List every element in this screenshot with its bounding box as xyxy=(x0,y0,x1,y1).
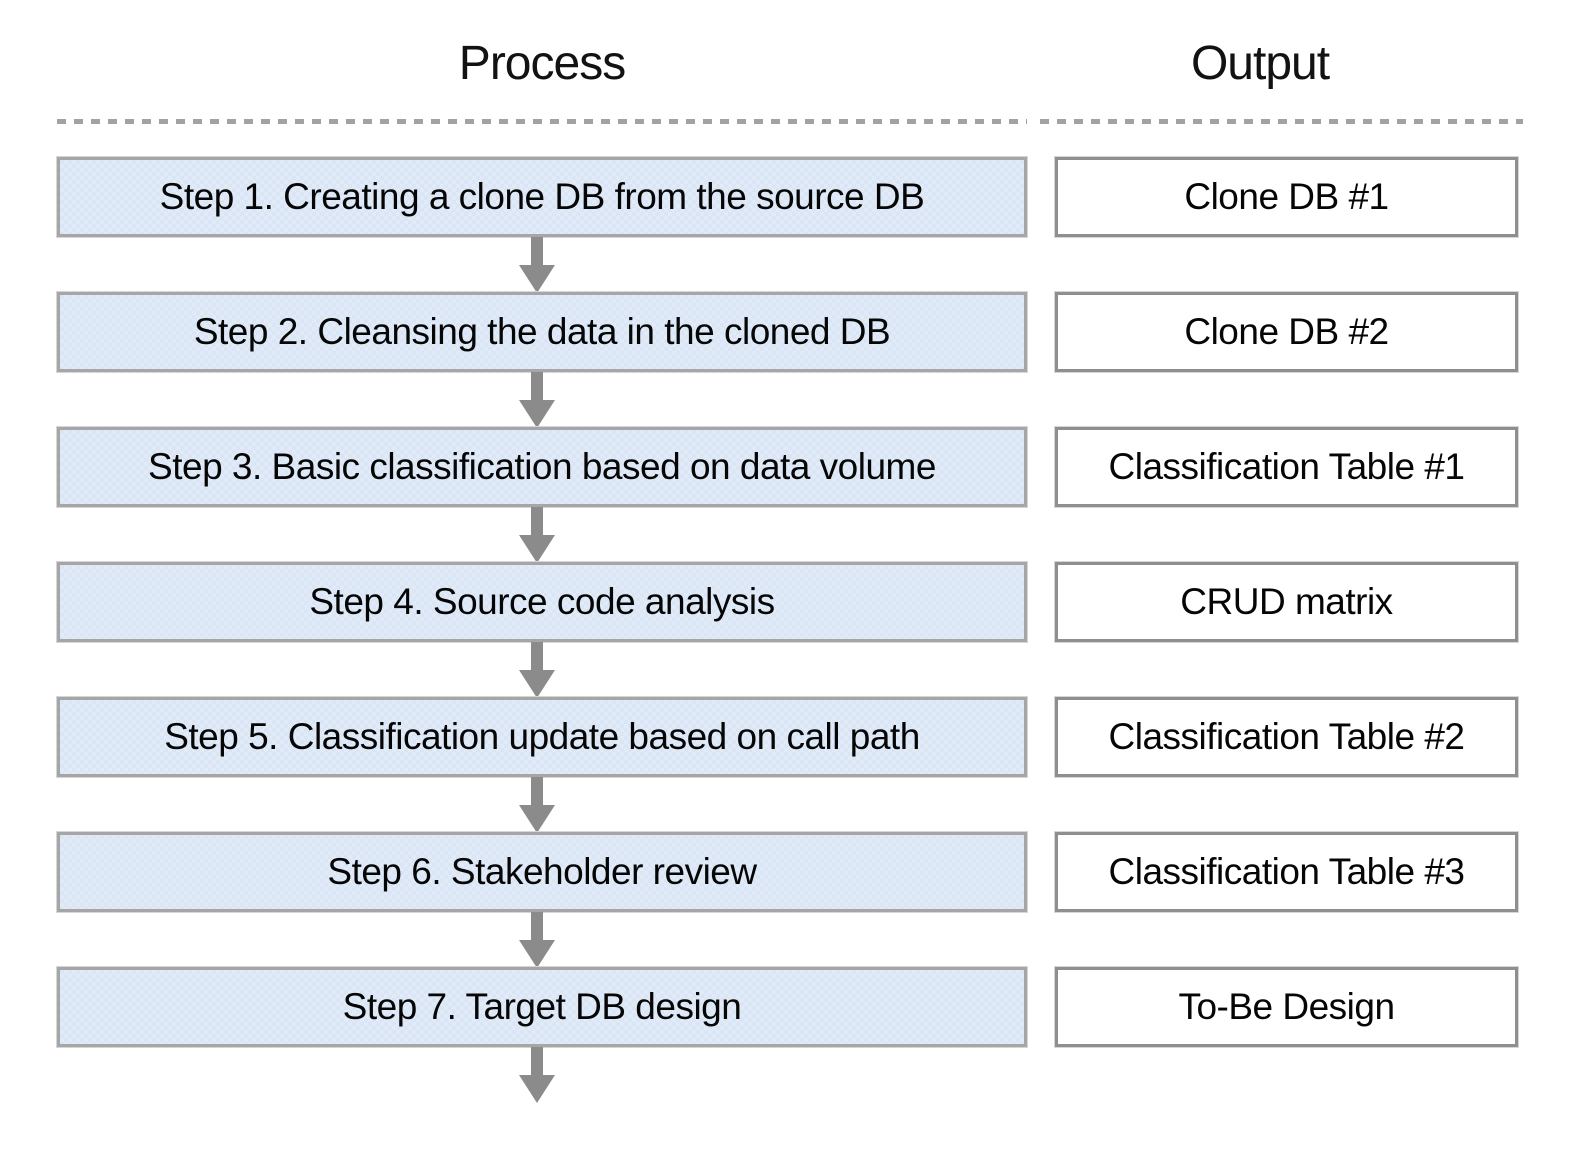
flow-row: Step 5. Classification update based on c… xyxy=(0,697,1585,777)
down-arrow-icon xyxy=(519,777,555,833)
process-step-box: Step 2. Cleansing the data in the cloned… xyxy=(57,292,1027,372)
down-arrow-icon xyxy=(519,912,555,968)
output-label: CRUD matrix xyxy=(1180,581,1393,622)
process-step-label: Step 3. Basic classification based on da… xyxy=(148,446,936,487)
process-step-label: Step 7. Target DB design xyxy=(342,986,742,1027)
process-step-label: Step 1. Creating a clone DB from the sou… xyxy=(159,176,925,217)
output-box: Classification Table #2 xyxy=(1055,697,1518,777)
process-step-box: Step 3. Basic classification based on da… xyxy=(57,427,1027,507)
process-step-box: Step 5. Classification update based on c… xyxy=(57,697,1027,777)
process-step-box: Step 7. Target DB design xyxy=(57,967,1027,1047)
output-label: Classification Table #2 xyxy=(1108,716,1465,757)
process-step-label: Step 5. Classification update based on c… xyxy=(164,716,920,757)
flow-row: Step 3. Basic classification based on da… xyxy=(0,427,1585,507)
down-arrow-icon xyxy=(519,372,555,428)
divider-process-column xyxy=(57,119,1027,124)
down-arrow-icon xyxy=(519,642,555,698)
flow-row: Step 6. Stakeholder review Classificatio… xyxy=(0,832,1585,912)
divider-output-column xyxy=(1040,119,1523,124)
process-step-box: Step 4. Source code analysis xyxy=(57,562,1027,642)
output-box: Classification Table #1 xyxy=(1055,427,1518,507)
output-box: Clone DB #1 xyxy=(1055,157,1518,237)
process-step-box: Step 1. Creating a clone DB from the sou… xyxy=(57,157,1027,237)
output-box: CRUD matrix xyxy=(1055,562,1518,642)
process-step-box: Step 6. Stakeholder review xyxy=(57,832,1027,912)
output-box: To-Be Design xyxy=(1055,967,1518,1047)
output-label: Clone DB #1 xyxy=(1184,176,1389,217)
down-arrow-icon xyxy=(519,507,555,563)
output-box: Clone DB #2 xyxy=(1055,292,1518,372)
output-label: Classification Table #3 xyxy=(1108,851,1465,892)
process-step-label: Step 2. Cleansing the data in the cloned… xyxy=(193,311,891,352)
output-label: Clone DB #2 xyxy=(1184,311,1389,352)
flow-row: Step 2. Cleansing the data in the cloned… xyxy=(0,292,1585,372)
output-label: To-Be Design xyxy=(1178,986,1395,1027)
down-arrow-icon xyxy=(519,1047,555,1103)
flow-row: Step 4. Source code analysis CRUD matrix xyxy=(0,562,1585,642)
process-step-label: Step 6. Stakeholder review xyxy=(327,851,757,892)
output-box: Classification Table #3 xyxy=(1055,832,1518,912)
down-arrow-icon xyxy=(519,237,555,293)
column-header-output: Output xyxy=(1190,37,1330,90)
process-step-label: Step 4. Source code analysis xyxy=(309,581,775,622)
output-label: Classification Table #1 xyxy=(1108,446,1465,487)
flow-row: Step 1. Creating a clone DB from the sou… xyxy=(0,157,1585,237)
flow-row: Step 7. Target DB design To-Be Design xyxy=(0,967,1585,1047)
column-header-process: Process xyxy=(458,37,626,90)
